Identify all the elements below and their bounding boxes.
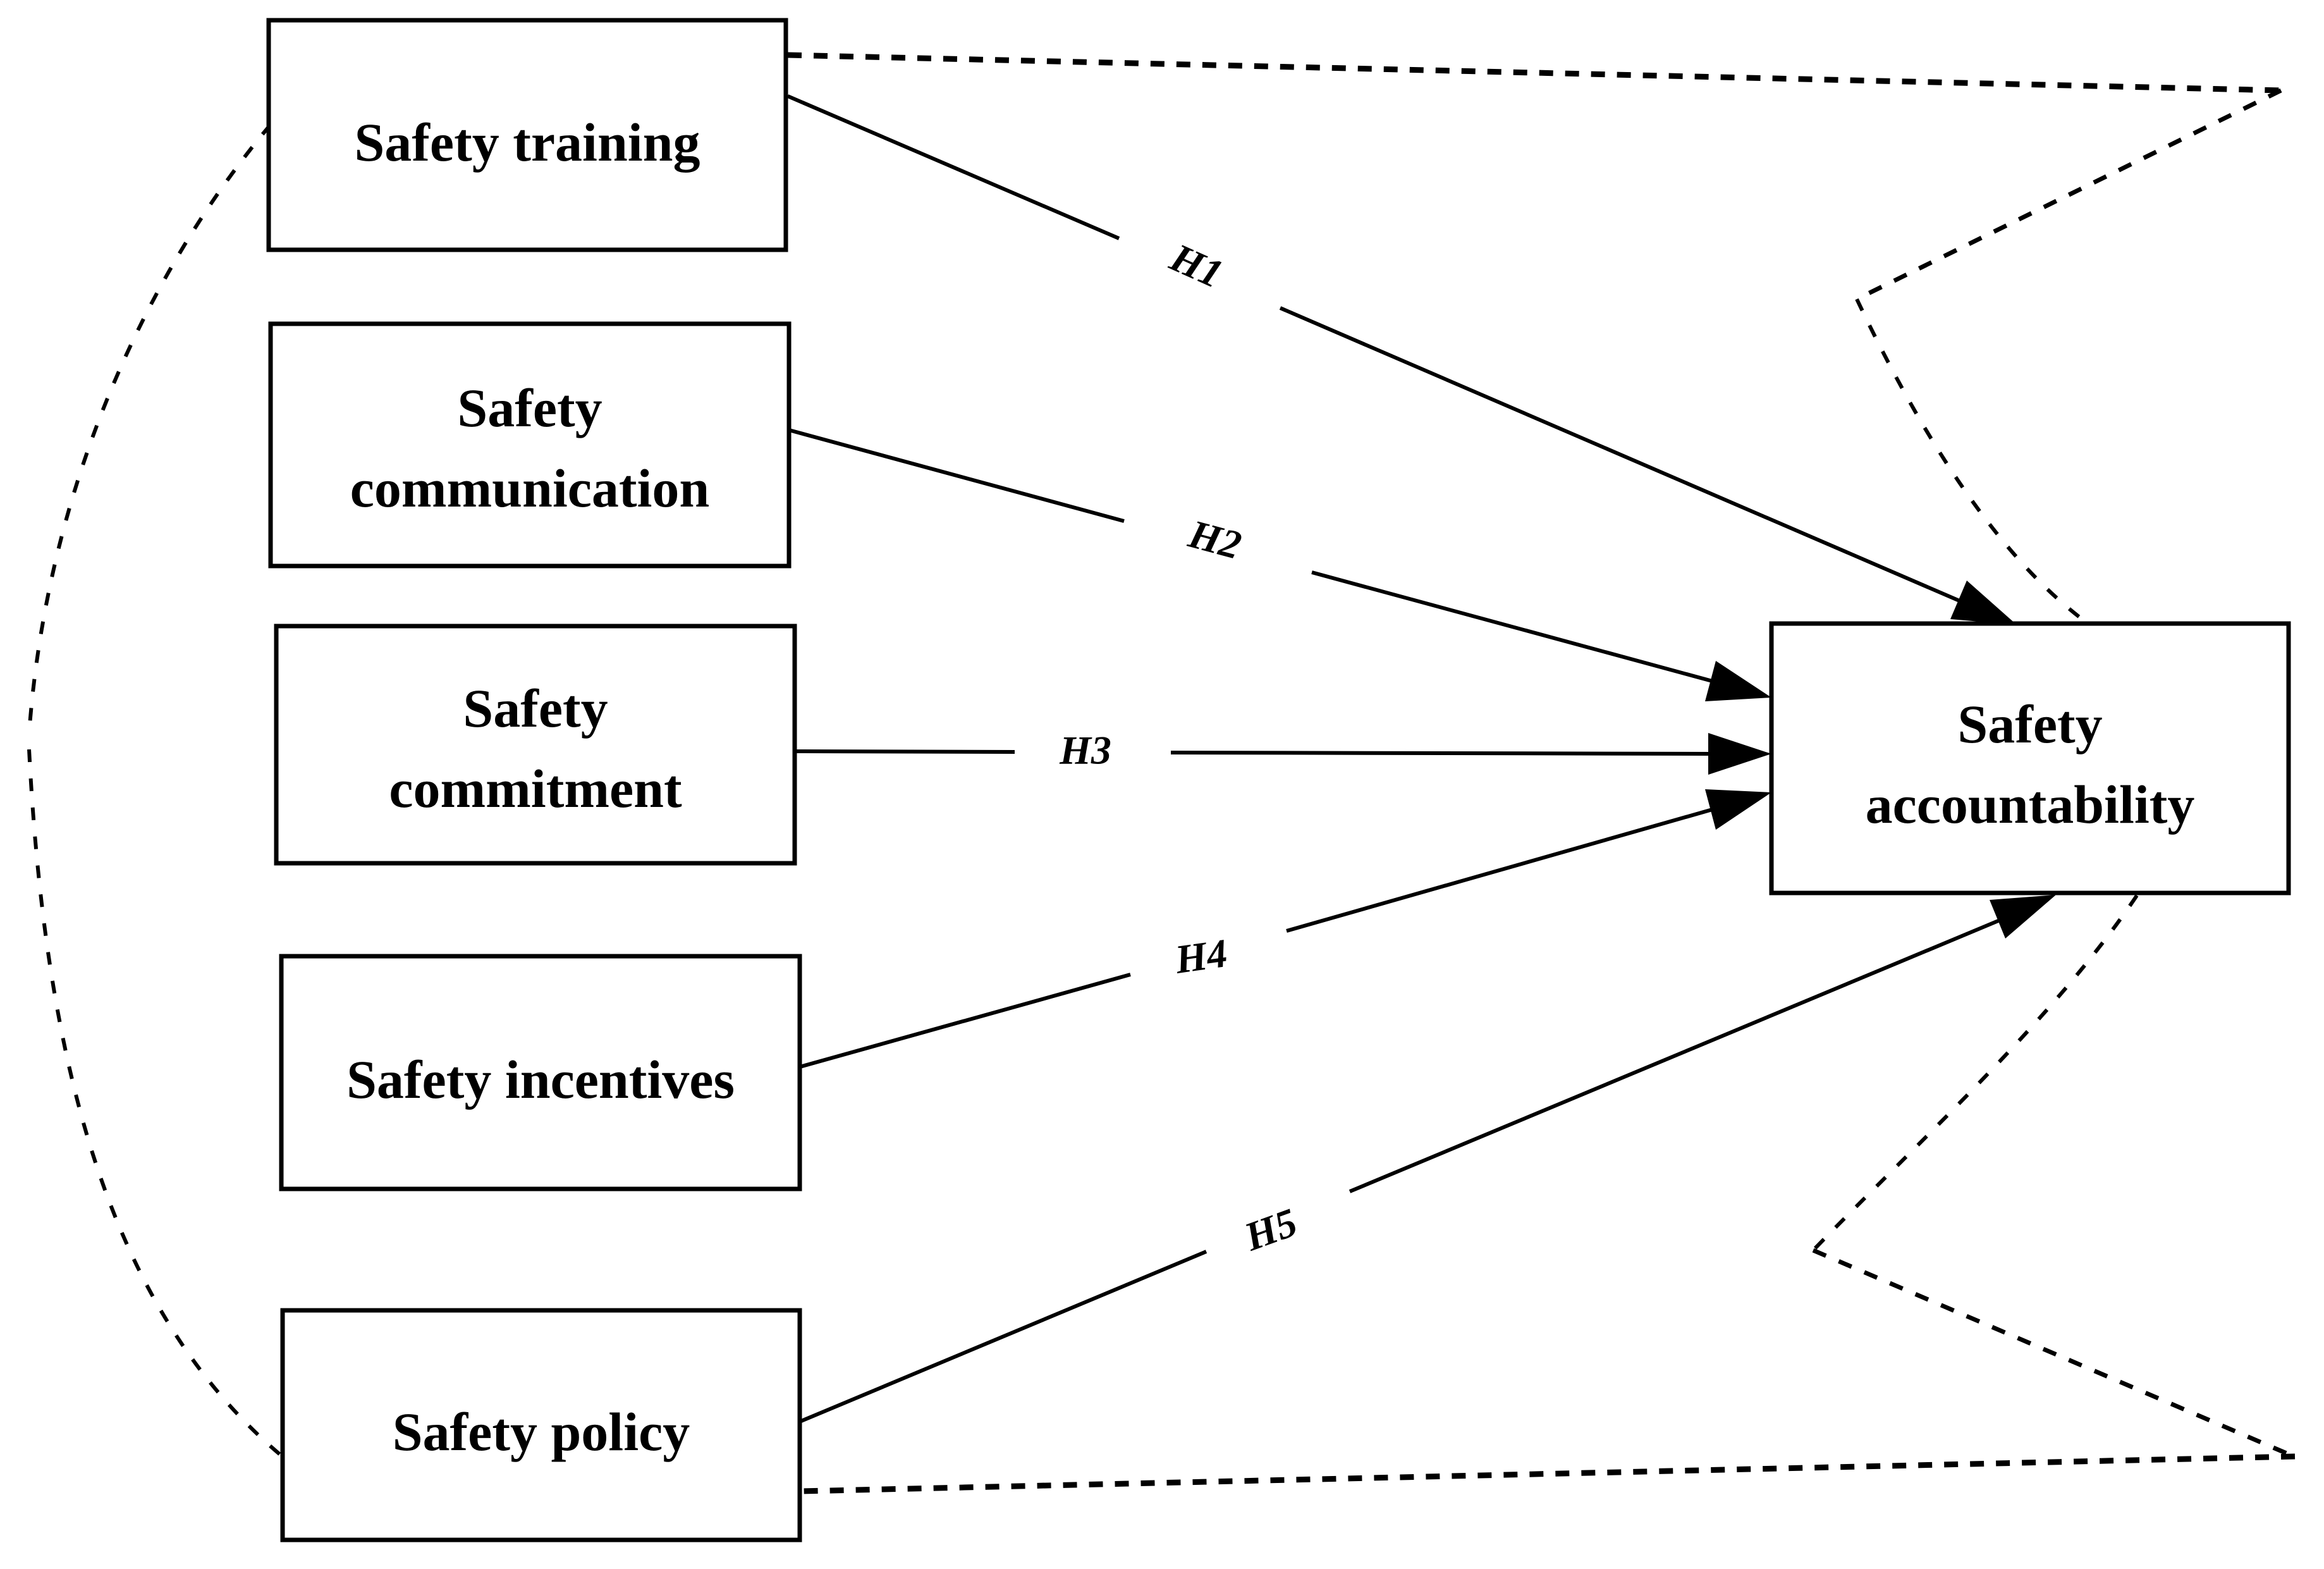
arrow-h2-label: H2 — [1183, 511, 1245, 568]
arrow-h1-segment-1 — [786, 94, 1120, 240]
top-right-dashed-shape — [787, 52, 2282, 624]
arrow-h1-label: H1 — [1163, 235, 1230, 297]
node-safety-training-box — [266, 18, 788, 252]
arrow-h3-segment-2 — [1170, 751, 1715, 756]
node-safety-incentives: Safety incentives — [279, 954, 802, 1191]
node-safety-policy-label: Safety policy — [393, 1401, 690, 1462]
arrow-h4-segment-2 — [1286, 807, 1715, 933]
left-brace-upper-arm — [27, 123, 272, 734]
arrow-h2: H2 — [788, 428, 1771, 701]
left-dashed-brace — [27, 123, 281, 1456]
node-safety-policy-box — [280, 1308, 802, 1542]
top-dashed-horizontal-line — [787, 52, 2282, 94]
node-safety-policy: Safety policy — [280, 1308, 802, 1542]
top-dashed-diagonal-line — [1856, 88, 2282, 302]
bottom-dashed-horizontal-line — [801, 1453, 2296, 1494]
arrow-h3: H3 — [794, 728, 1771, 775]
node-safety-accountability: Safety accountability — [1769, 621, 2291, 895]
arrow-h1: H1 — [786, 94, 2017, 625]
arrow-h5-label: H5 — [1238, 1200, 1302, 1260]
node-safety-commitment-box — [274, 624, 797, 866]
arrow-h5-segment-1 — [798, 1250, 1208, 1424]
node-safety-commitment: Safety commitment — [274, 624, 797, 866]
node-safety-commitment-label-line1: Safety — [463, 678, 608, 739]
node-safety-communication-label-line2: communication — [350, 458, 710, 519]
node-safety-incentives-label: Safety incentives — [346, 1049, 735, 1110]
arrow-h1-segment-2 — [1279, 306, 1964, 604]
node-safety-communication: Safety communication — [268, 321, 792, 569]
node-safety-training-label: Safety training — [354, 112, 700, 173]
arrow-h3-segment-1 — [794, 749, 1015, 754]
arrow-h5-segment-2 — [1349, 917, 2004, 1193]
arrow-h3-label: H3 — [1059, 728, 1111, 773]
arrow-h5-arrowhead-icon — [1990, 895, 2056, 938]
arrow-h1-arrowhead-icon — [1950, 581, 2017, 625]
arrow-h2-arrowhead-icon — [1705, 661, 1771, 701]
bottom-dashed-curve-from-box — [1811, 894, 2139, 1252]
arrow-h5: H5 — [798, 895, 2056, 1424]
bottom-dashed-diagonal-line — [1812, 1248, 2298, 1460]
arrow-h4: H4 — [799, 789, 1771, 1069]
arrow-h2-segment-2 — [1311, 570, 1715, 684]
arrow-h2-segment-1 — [788, 428, 1125, 523]
node-safety-incentives-box — [279, 954, 802, 1191]
node-safety-training: Safety training — [266, 18, 788, 252]
node-safety-commitment-label-line2: commitment — [389, 758, 682, 819]
bottom-right-dashed-shape — [801, 894, 2298, 1494]
node-safety-accountability-box — [1769, 621, 2291, 895]
arrow-h4-segment-1 — [799, 973, 1131, 1069]
left-brace-lower-arm — [27, 749, 281, 1456]
arrow-h4-arrowhead-icon — [1705, 789, 1771, 830]
node-safety-accountability-label-line1: Safety — [1957, 694, 2102, 754]
node-safety-communication-label-line1: Safety — [457, 378, 602, 438]
arrow-h4-label: H4 — [1172, 930, 1230, 982]
arrow-h3-arrowhead-icon — [1708, 733, 1771, 775]
node-safety-communication-box — [268, 321, 792, 569]
node-safety-accountability-label-line2: accountability — [1866, 774, 2195, 835]
top-dashed-curve-to-box — [1855, 298, 2088, 624]
